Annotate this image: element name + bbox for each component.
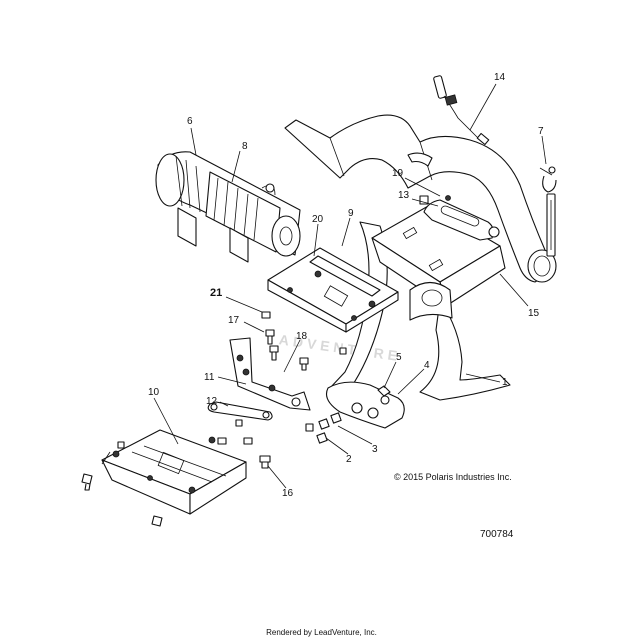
callout-labels: 6 8 14 7 19 13 20 9 15 21 17 18 5 4 11 1…	[148, 72, 544, 499]
callout-10: 10	[148, 387, 160, 398]
copyright-text: © 2015 Polaris Industries Inc.	[394, 472, 512, 482]
hook-strap-part	[539, 166, 557, 257]
callout-7: 7	[538, 126, 544, 137]
callout-8: 8	[242, 141, 248, 152]
callout-9: 9	[348, 208, 354, 219]
winch-mount-assembly	[267, 204, 506, 333]
callout-16: 16	[282, 488, 294, 499]
rendered-by-footer: Rendered by LeadVenture, Inc.	[266, 628, 377, 637]
callout-13: 13	[398, 190, 410, 201]
front-plate-part	[101, 429, 247, 515]
callout-20: 20	[312, 214, 324, 225]
cable-link-part	[207, 401, 273, 421]
wire-harness-part	[433, 75, 490, 146]
callout-12: 12	[206, 396, 218, 407]
side-bracket-part	[229, 337, 311, 411]
fasteners	[81, 195, 429, 527]
callout-5: 5	[396, 352, 402, 363]
callout-1: 1	[502, 377, 508, 388]
callout-18: 18	[296, 331, 308, 342]
callout-11: 11	[204, 372, 215, 383]
callout-4: 4	[424, 360, 430, 371]
winch-assembly	[155, 151, 301, 263]
figure-number: 700784	[480, 529, 514, 540]
leader-lines	[153, 83, 547, 489]
callout-19: 19	[392, 168, 404, 179]
callout-17: 17	[228, 315, 240, 326]
callout-21: 21	[210, 287, 222, 299]
fairlead-part	[423, 195, 500, 241]
callout-3: 3	[372, 444, 378, 455]
callout-14: 14	[494, 72, 506, 83]
callout-6: 6	[187, 116, 193, 127]
callout-2: 2	[346, 454, 352, 465]
callout-15: 15	[528, 308, 540, 319]
